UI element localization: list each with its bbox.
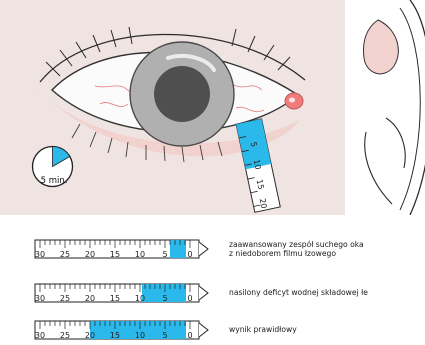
timer-label: 5 min. xyxy=(38,176,70,186)
scale-label: 10 xyxy=(133,294,147,303)
row-caption: zaawansowany zespół suchego oka z niedob… xyxy=(229,240,364,258)
scale-label: 15 xyxy=(108,250,122,259)
scale-label: 10 xyxy=(133,250,147,259)
scale-label: 0 xyxy=(183,331,197,340)
row-caption-line: z niedoborem filmu łzowego xyxy=(229,249,364,258)
scale-label: 30 xyxy=(33,294,47,303)
insert-label-15: 15 xyxy=(255,179,266,191)
scale-label: 15 xyxy=(108,331,122,340)
result-row-2: 30 25 20 15 10 5 0 nasilony deficyt wodn… xyxy=(0,282,425,304)
scale-label: 5 xyxy=(158,331,172,340)
eyelid-cross-section xyxy=(348,0,425,215)
pupil xyxy=(154,66,210,122)
scale-label: 15 xyxy=(108,294,122,303)
scale-label: 20 xyxy=(83,250,97,259)
scale-label: 30 xyxy=(33,331,47,340)
scale-label: 20 xyxy=(83,331,97,340)
scale-label: 5 xyxy=(158,250,172,259)
result-row-3: 30 25 20 15 10 5 0 wynik prawidłowy xyxy=(0,319,425,341)
row-caption: wynik prawidłowy xyxy=(229,325,297,334)
scale-label: 25 xyxy=(58,250,72,259)
result-row-1: 30 25 20 15 10 5 0 zaawansowany zespół s… xyxy=(0,238,425,260)
scale-label: 25 xyxy=(58,294,72,303)
insert-label-20: 20 xyxy=(258,198,269,210)
scale-label: 25 xyxy=(58,331,72,340)
row-caption-line: nasilony deficyt wodnej składowej łe xyxy=(229,288,368,297)
insert-label-10: 10 xyxy=(252,159,263,171)
scale-label: 20 xyxy=(83,294,97,303)
scale-label: 10 xyxy=(133,331,147,340)
row-caption: nasilony deficyt wodnej składowej łe xyxy=(229,288,368,297)
scale-label: 5 xyxy=(158,294,172,303)
caruncle-highlight xyxy=(289,98,295,103)
scale-label: 0 xyxy=(183,294,197,303)
scale-label: 30 xyxy=(33,250,47,259)
scale-label: 0 xyxy=(183,250,197,259)
row-caption-line: zaawansowany zespół suchego oka xyxy=(229,240,364,249)
row-caption-line: wynik prawidłowy xyxy=(229,325,297,334)
